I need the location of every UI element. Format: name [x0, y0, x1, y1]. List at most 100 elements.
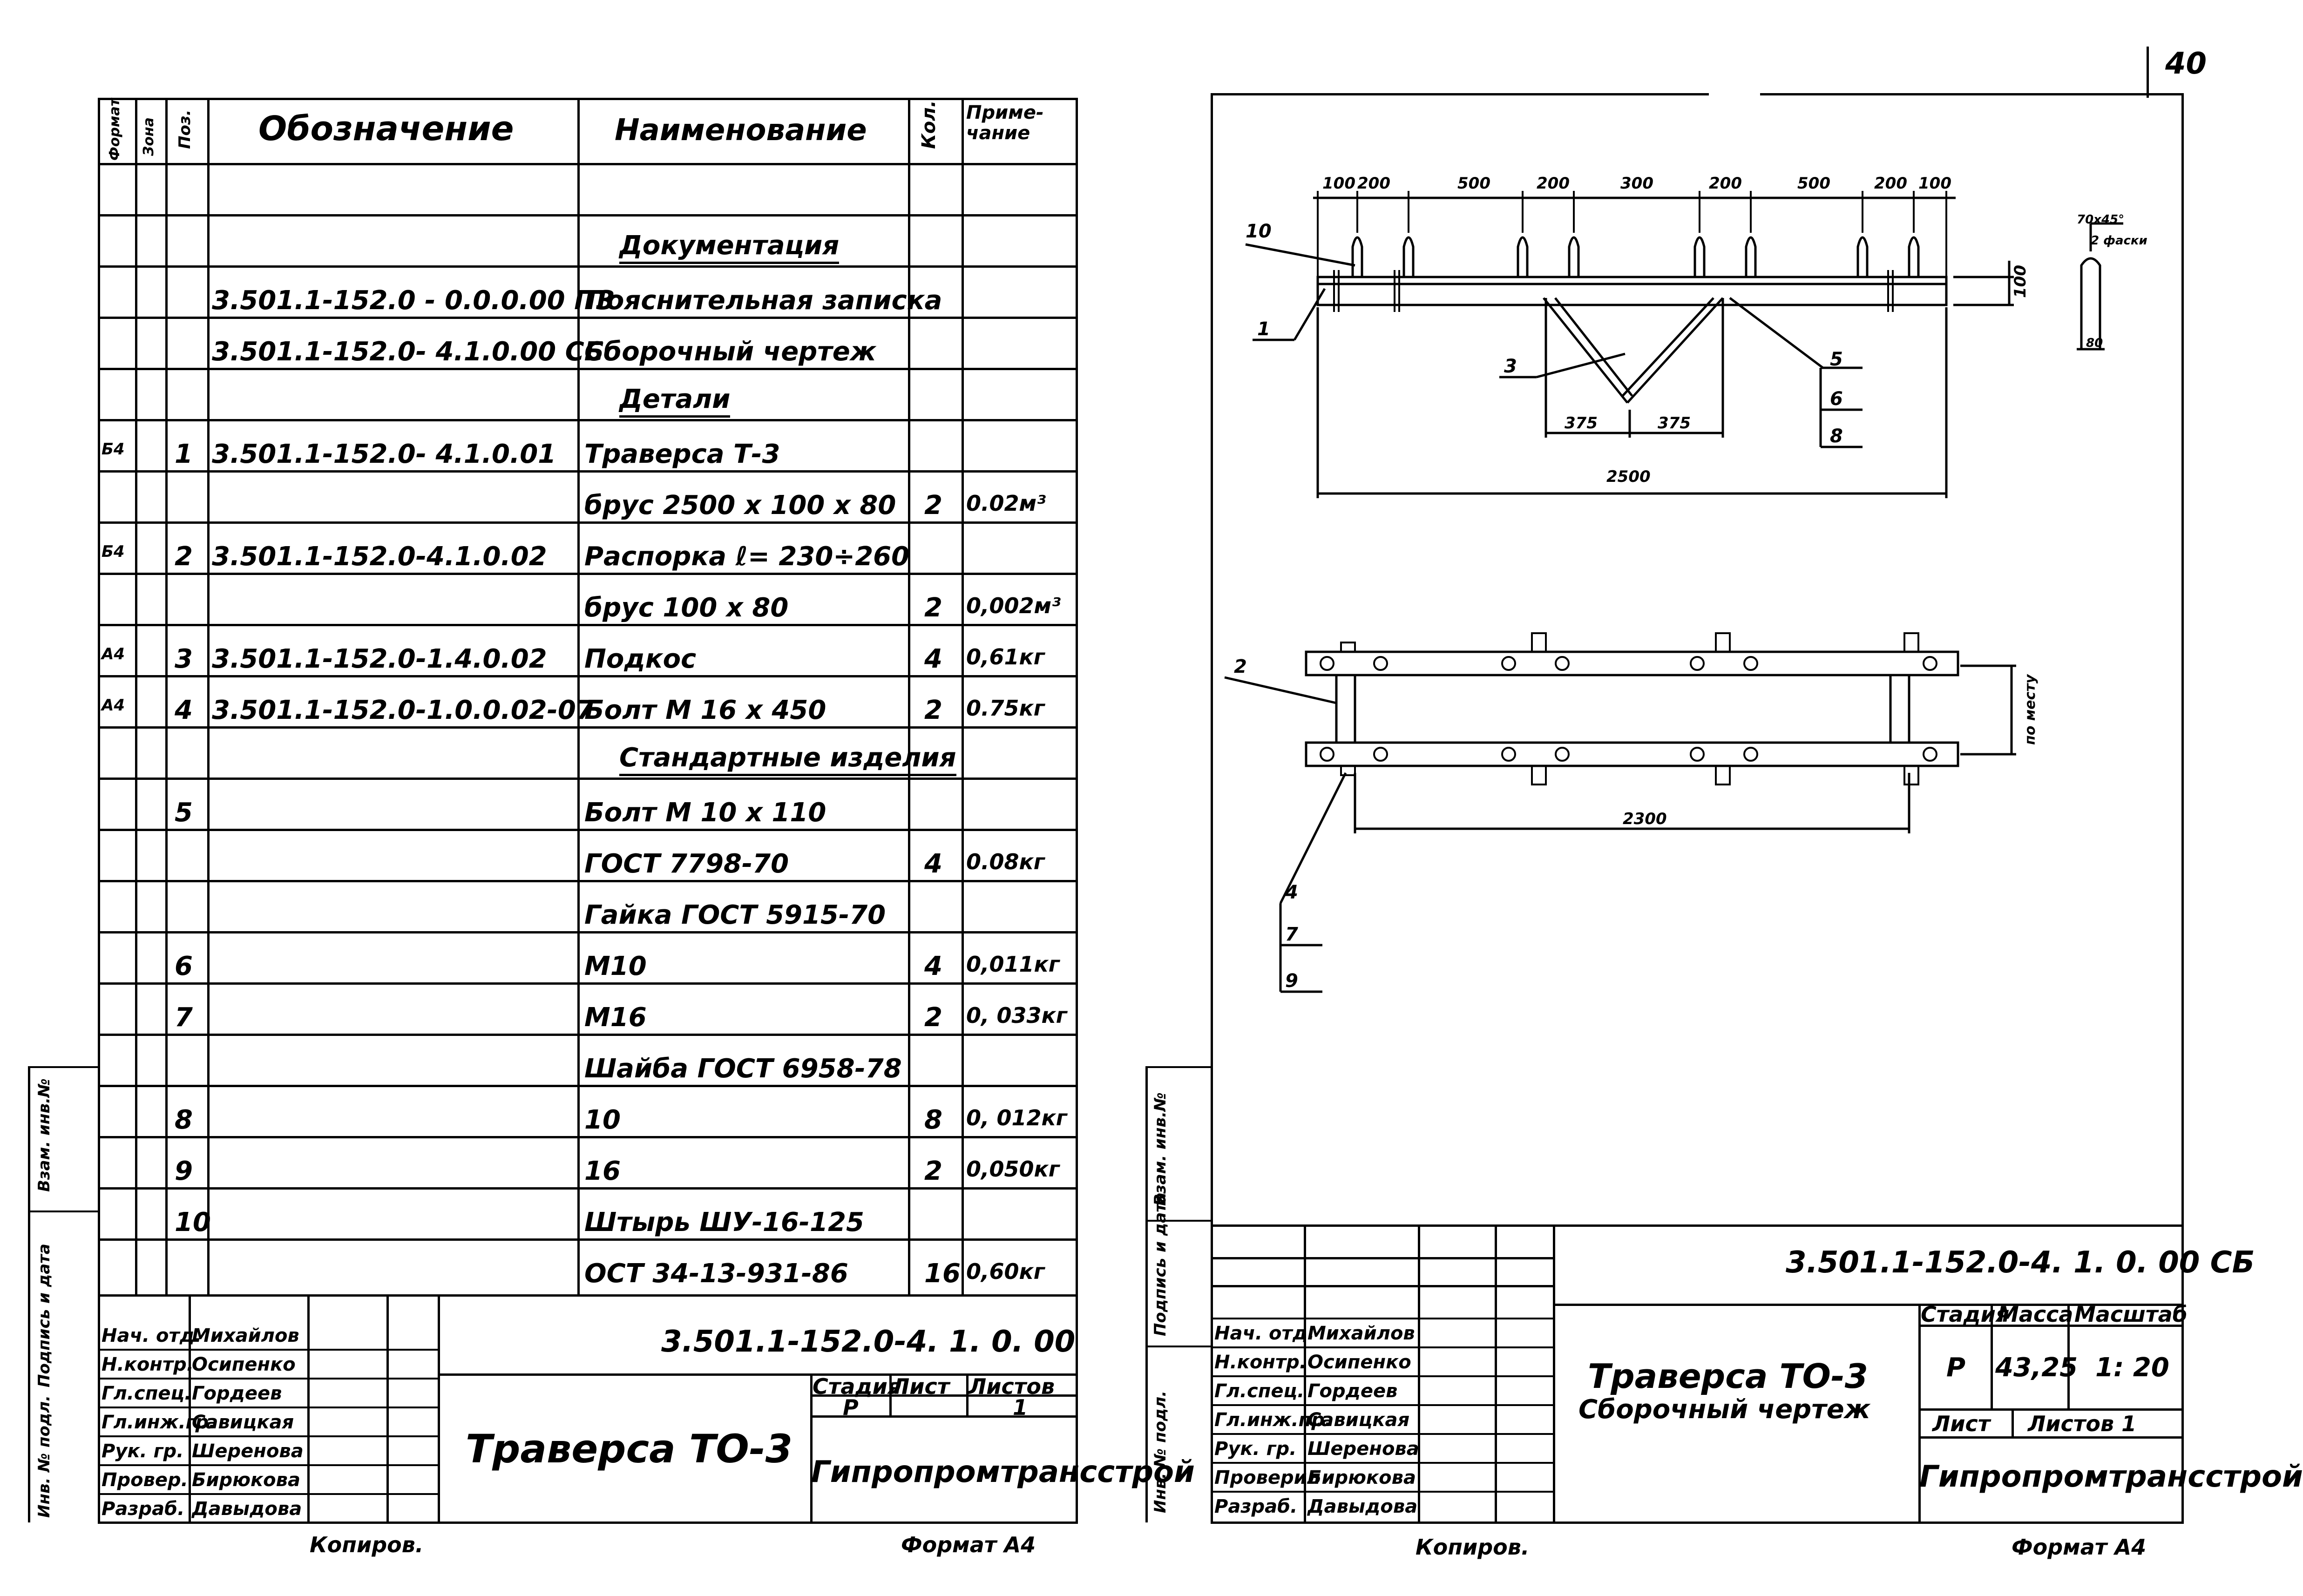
row-designation: 3.501.1-152.0- 4.1.0.00 СБ	[212, 337, 604, 367]
dim-375-a: 375	[1565, 414, 1598, 433]
left-margin-top	[28, 1066, 98, 1068]
table-row-line	[98, 470, 1078, 473]
row-note: 0,002м³	[966, 593, 1061, 618]
tb-stage-row-line	[810, 1394, 1078, 1397]
row-designation: 3.501.1-152.0-4.1.0.02	[212, 541, 547, 572]
rtb-role: Гл.инж.пр.	[1214, 1409, 1332, 1431]
row-quantity: 2	[924, 593, 942, 623]
table-row-line	[98, 214, 1078, 216]
right-tb-mass: 43,25	[1995, 1353, 2078, 1383]
right-format: Формат А4	[2012, 1535, 2147, 1560]
tb-role: Нач. отд.	[102, 1325, 202, 1346]
tb-code-line	[438, 1373, 1078, 1376]
row-position: 3	[175, 644, 193, 674]
row-format: А4	[102, 696, 125, 715]
row-name: Болт М 10 х 110	[584, 798, 826, 828]
top-dim-ticks	[1317, 191, 1947, 277]
rtb-sheets-divider	[2012, 1408, 2014, 1436]
tb-role: Гл.инж.гр.	[102, 1412, 216, 1433]
right-margin-low	[1145, 1346, 1211, 1347]
left-frame-bottom	[98, 1522, 1078, 1524]
col-line-qty	[908, 98, 910, 1294]
left-margin-line	[28, 1066, 30, 1522]
tb-person-name: Савицкая	[192, 1412, 294, 1433]
tb-role: Разраб.	[102, 1498, 185, 1520]
row-note: 0.75кг	[966, 696, 1045, 721]
callout-9: 9	[1285, 970, 1298, 992]
header-bottom-line	[98, 163, 1078, 165]
header-name: Наименование	[615, 113, 867, 148]
left-frame-top	[98, 98, 1078, 100]
rtb-role: Нач. отд.	[1214, 1323, 1315, 1344]
dim-200-a: 200	[1357, 174, 1390, 193]
row-position: 2	[175, 541, 193, 572]
left-side-sign: Подпись и дата	[35, 1244, 54, 1387]
left-tb-title: Траверса ТО-3	[466, 1426, 793, 1472]
right-frame-bottom	[1211, 1522, 2184, 1524]
col-line-zone	[135, 98, 137, 1294]
tb-role: Рук. гр.	[102, 1440, 184, 1462]
left-tb-sheets-label: Листов	[969, 1374, 1055, 1399]
row-position: 4	[175, 695, 193, 725]
row-name: М16	[584, 1002, 647, 1033]
leader-5	[1729, 297, 1824, 369]
col-line-des	[207, 98, 210, 1294]
row-position: 5	[175, 798, 193, 828]
rtb-person-line	[1211, 1462, 1553, 1464]
right-tb-org: Гипропромтрансстрой	[1919, 1460, 2303, 1494]
rtb-role: Проверил	[1214, 1467, 1321, 1488]
right-margin-line	[1145, 1066, 1148, 1522]
right-frame-top-b	[1760, 93, 2184, 95]
leader-2	[1224, 676, 1337, 704]
right-tb-subtitle: Сборочный чертеж	[1578, 1394, 1870, 1425]
rtb-blank-row2	[1211, 1285, 1553, 1287]
right-margin-mid	[1145, 1220, 1211, 1222]
callout-6: 6	[1830, 388, 1843, 410]
left-tb-stage: Р	[843, 1395, 859, 1420]
tb-person-name: Шеренова	[192, 1440, 304, 1462]
row-name: Стандартные изделия	[619, 745, 956, 776]
row-designation: 3.501.1-152.0-1.0.0.02-07	[212, 695, 594, 725]
col-line-name	[577, 98, 580, 1294]
rtb-person-top-line	[1211, 1318, 1553, 1319]
right-tb-code: 3.501.1-152.0-4. 1. 0. 00 СБ	[1786, 1245, 2255, 1280]
dim-100-a: 100	[1322, 174, 1355, 193]
left-copied: Копиров.	[310, 1532, 424, 1557]
row-note: 0,61кг	[966, 644, 1045, 670]
tb-top-line	[98, 1294, 1078, 1297]
detail-note-1: 70х45°	[2077, 213, 2124, 227]
tb-role: Гл.спец.	[102, 1383, 192, 1404]
left-frame-right	[1076, 98, 1078, 1522]
table-row-line	[98, 265, 1078, 268]
row-name: брус 2500 х 100 х 80	[584, 490, 896, 521]
right-copied: Копиров.	[1416, 1535, 1530, 1560]
tb-role-divider	[189, 1294, 191, 1522]
dim-height: 100	[2011, 265, 2030, 298]
callout-2: 2	[1234, 656, 1247, 677]
dim-100-b: 100	[1918, 174, 1951, 193]
right-tb-sheet-label: Лист	[1932, 1411, 1991, 1436]
row-name: 16	[584, 1156, 621, 1186]
row-note: 0.02м³	[966, 491, 1046, 516]
row-designation: 3.501.1-152.0 - 0.0.0.00 ПЗ	[212, 285, 615, 316]
right-tb-sheets-label: Листов 1	[2028, 1411, 2137, 1436]
table-row-line	[98, 624, 1078, 626]
plan-beam-lower	[1305, 741, 1959, 767]
dim-200-c: 200	[1709, 174, 1742, 193]
row-name: Траверса Т-3	[584, 439, 780, 469]
row-quantity: 2	[924, 695, 942, 725]
tb-person-name: Давыдова	[192, 1498, 302, 1520]
row-quantity: 2	[924, 490, 942, 521]
table-row-line	[98, 1187, 1078, 1190]
tb-stage-divider	[810, 1373, 813, 1522]
row-position: 10	[175, 1207, 211, 1238]
callout-5: 5	[1830, 349, 1843, 370]
rtb-person-line	[1211, 1491, 1553, 1493]
leader-10	[1245, 243, 1355, 267]
leader-4	[1279, 772, 1347, 904]
rtb-person-name: Осипенко	[1307, 1352, 1411, 1373]
left-frame-left	[98, 98, 100, 1522]
rtb-name-divider	[1418, 1224, 1420, 1522]
tb-person-name: Гордеев	[192, 1383, 282, 1404]
row-format: Б4	[102, 440, 125, 459]
